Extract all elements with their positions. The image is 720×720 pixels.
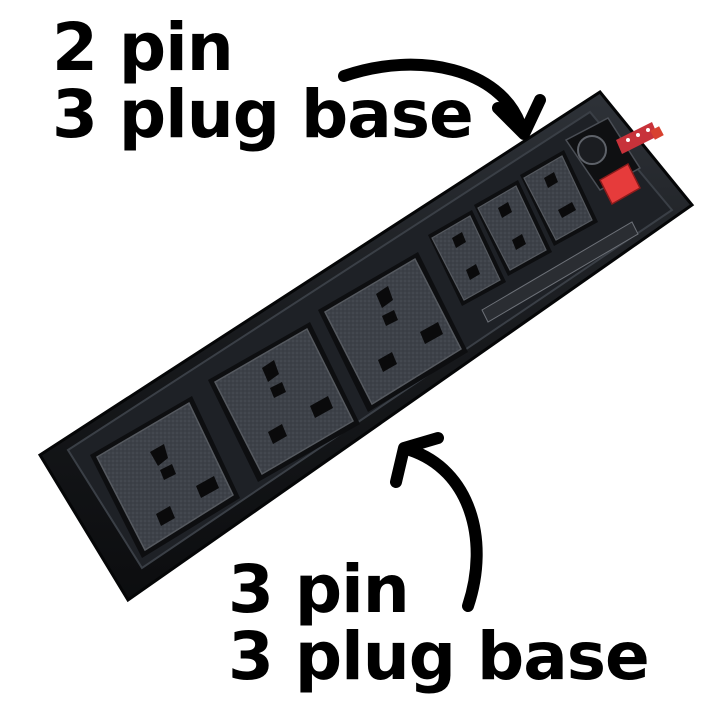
bottom-caption-line-2: 3 plug base	[228, 618, 650, 696]
side-connector	[650, 126, 664, 140]
top-caption-line-1: 2 pin	[52, 9, 234, 86]
fuse-cap	[577, 135, 607, 165]
bottom-caption: 3 pin 3 plug base	[228, 551, 650, 696]
power-strip	[37, 90, 695, 603]
arrow-top-icon	[338, 58, 546, 140]
switch-panel	[564, 117, 664, 206]
power-switch	[599, 162, 641, 206]
arrow-bottom-icon	[390, 432, 483, 612]
socket-3pin-3	[318, 252, 468, 412]
socket-3pin-2	[208, 322, 360, 482]
bottom-caption-line-1: 3 pin	[228, 551, 410, 628]
top-caption: 2 pin 3 plug base	[52, 9, 474, 154]
socket-2pin-1	[428, 210, 506, 306]
top-caption-line-2: 3 plug base	[52, 76, 474, 154]
socket-2pin-3	[520, 150, 598, 246]
socket-3pin-1	[90, 396, 240, 558]
rating-plate	[481, 221, 639, 323]
socket-2pin-2	[474, 180, 552, 276]
